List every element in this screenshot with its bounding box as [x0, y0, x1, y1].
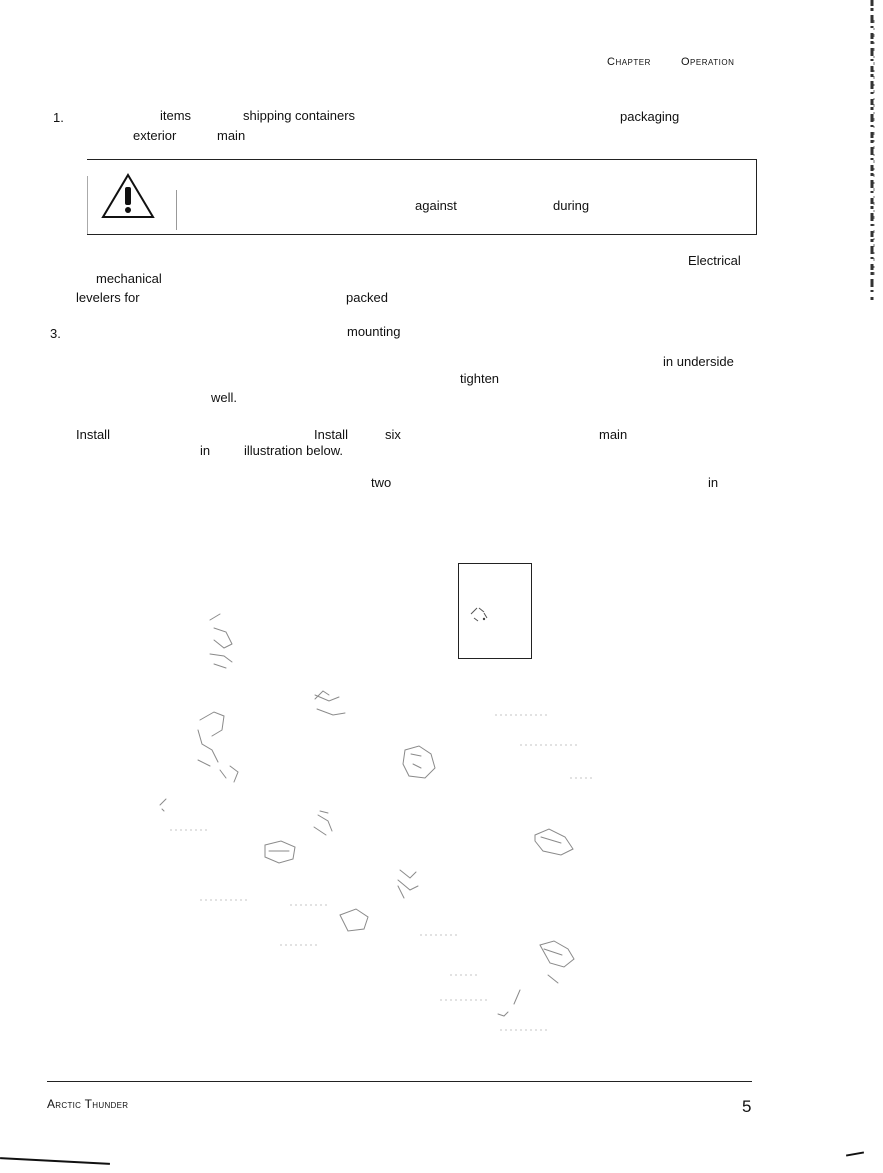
- step-1-word: exterior: [133, 128, 177, 143]
- step-4-word: two: [371, 475, 392, 490]
- chapter-title: Operation: [681, 56, 735, 68]
- step-3-word: tighten: [460, 371, 500, 386]
- step-4-word: main: [599, 427, 628, 442]
- scan-mark-bottom-right: [845, 1151, 865, 1157]
- step-4-word: in: [200, 443, 211, 458]
- step-3-word: mounting: [347, 324, 401, 339]
- warning-word: against: [415, 198, 457, 213]
- warning-box: [87, 159, 757, 235]
- step-2-word: packed: [346, 290, 388, 305]
- chapter-label: Chapter: [607, 56, 651, 68]
- step-4-word: illustration below.: [244, 443, 343, 458]
- figure-inset-box: [458, 563, 532, 659]
- step-3-word: in underside: [663, 354, 734, 369]
- step-1-word: shipping containers: [243, 108, 356, 123]
- step-4-word: in: [708, 475, 719, 490]
- step-4-word: Install: [314, 427, 348, 442]
- warning-word: during: [553, 198, 590, 213]
- warning-box-left-edge: [87, 176, 88, 234]
- step-3-number: 3.: [50, 326, 61, 341]
- step-1-word: items: [160, 108, 192, 123]
- scan-mark-bottom-left: [0, 1157, 110, 1165]
- warning-icon: [101, 173, 155, 218]
- parts-illustration: [159, 613, 595, 1031]
- step-2-word: levelers for: [76, 290, 140, 305]
- manual-title: Arctic Thunder: [47, 1097, 129, 1111]
- step-4-word: Install: [76, 427, 110, 442]
- figure-inset-drawing: [470, 607, 488, 622]
- step-3-word: well.: [211, 390, 238, 405]
- step-1-word: main: [217, 128, 246, 143]
- step-1-word: packaging: [620, 109, 680, 124]
- page-number: 5: [742, 1097, 752, 1116]
- footer-rule: [47, 1081, 752, 1082]
- warning-separator: [176, 190, 177, 230]
- scan-edge-strip: [870, 0, 875, 300]
- step-1-number: 1.: [53, 110, 64, 125]
- step-2-word: Electrical: [688, 253, 741, 268]
- step-4-word: six: [385, 427, 401, 442]
- step-2-word: mechanical: [96, 271, 162, 286]
